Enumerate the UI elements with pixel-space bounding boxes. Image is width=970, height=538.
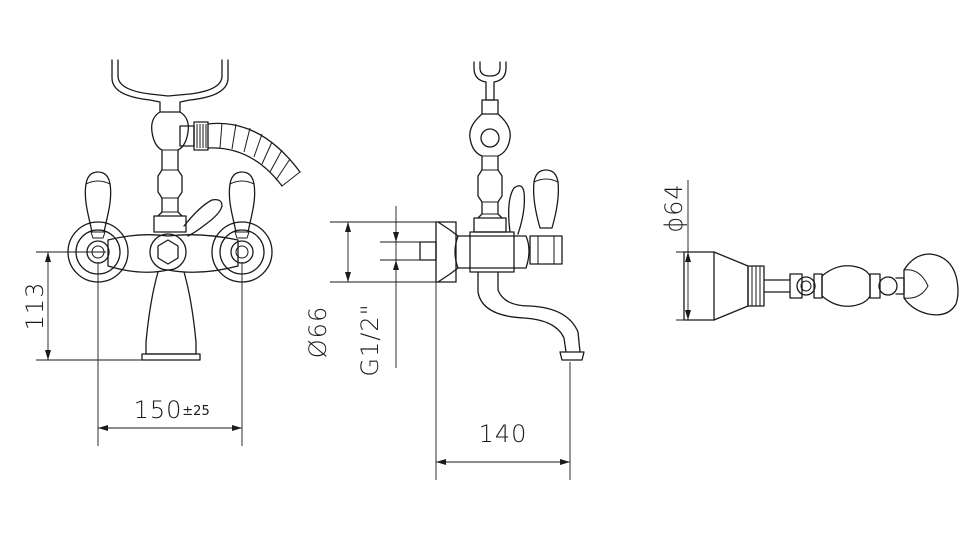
side-body — [454, 235, 530, 269]
riser-column — [151, 111, 189, 217]
side-spout — [477, 271, 581, 353]
left-handle — [84, 171, 112, 233]
dim-spacing-label: 150 — [134, 396, 183, 424]
dim-spacing-tolerance: ±25 — [182, 404, 209, 419]
diverter-lever — [183, 198, 223, 237]
right-handle — [228, 171, 256, 233]
hand-shower-view: ϕ64 — [660, 180, 959, 321]
bath-spout — [145, 271, 197, 355]
dim-thread: G1/2" — [356, 303, 384, 376]
wall-connector — [437, 221, 459, 283]
diverter-block — [153, 215, 187, 233]
shower-hose — [207, 122, 301, 187]
dim-body-diameter: Ø66 — [304, 306, 332, 358]
centre-nut — [149, 233, 187, 271]
hose-nut-outer — [193, 121, 209, 151]
dim-height-label: 113 — [21, 282, 49, 331]
shower-handle — [821, 265, 871, 307]
dim-spout-reach: 140 — [479, 420, 528, 448]
side-shower-hook — [473, 61, 507, 101]
side-riser — [469, 113, 511, 219]
shower-knob — [903, 253, 959, 316]
shower-cradle — [111, 59, 229, 113]
side-view: Ø66 G1/2" 140 — [304, 61, 585, 480]
front-view: 113 150 ±25 — [21, 59, 301, 446]
side-handle — [532, 169, 560, 229]
dim-handshower-diameter: ϕ64 — [660, 183, 688, 232]
shower-head — [683, 251, 749, 321]
mixer-bar — [107, 234, 239, 273]
side-lever — [508, 185, 526, 235]
